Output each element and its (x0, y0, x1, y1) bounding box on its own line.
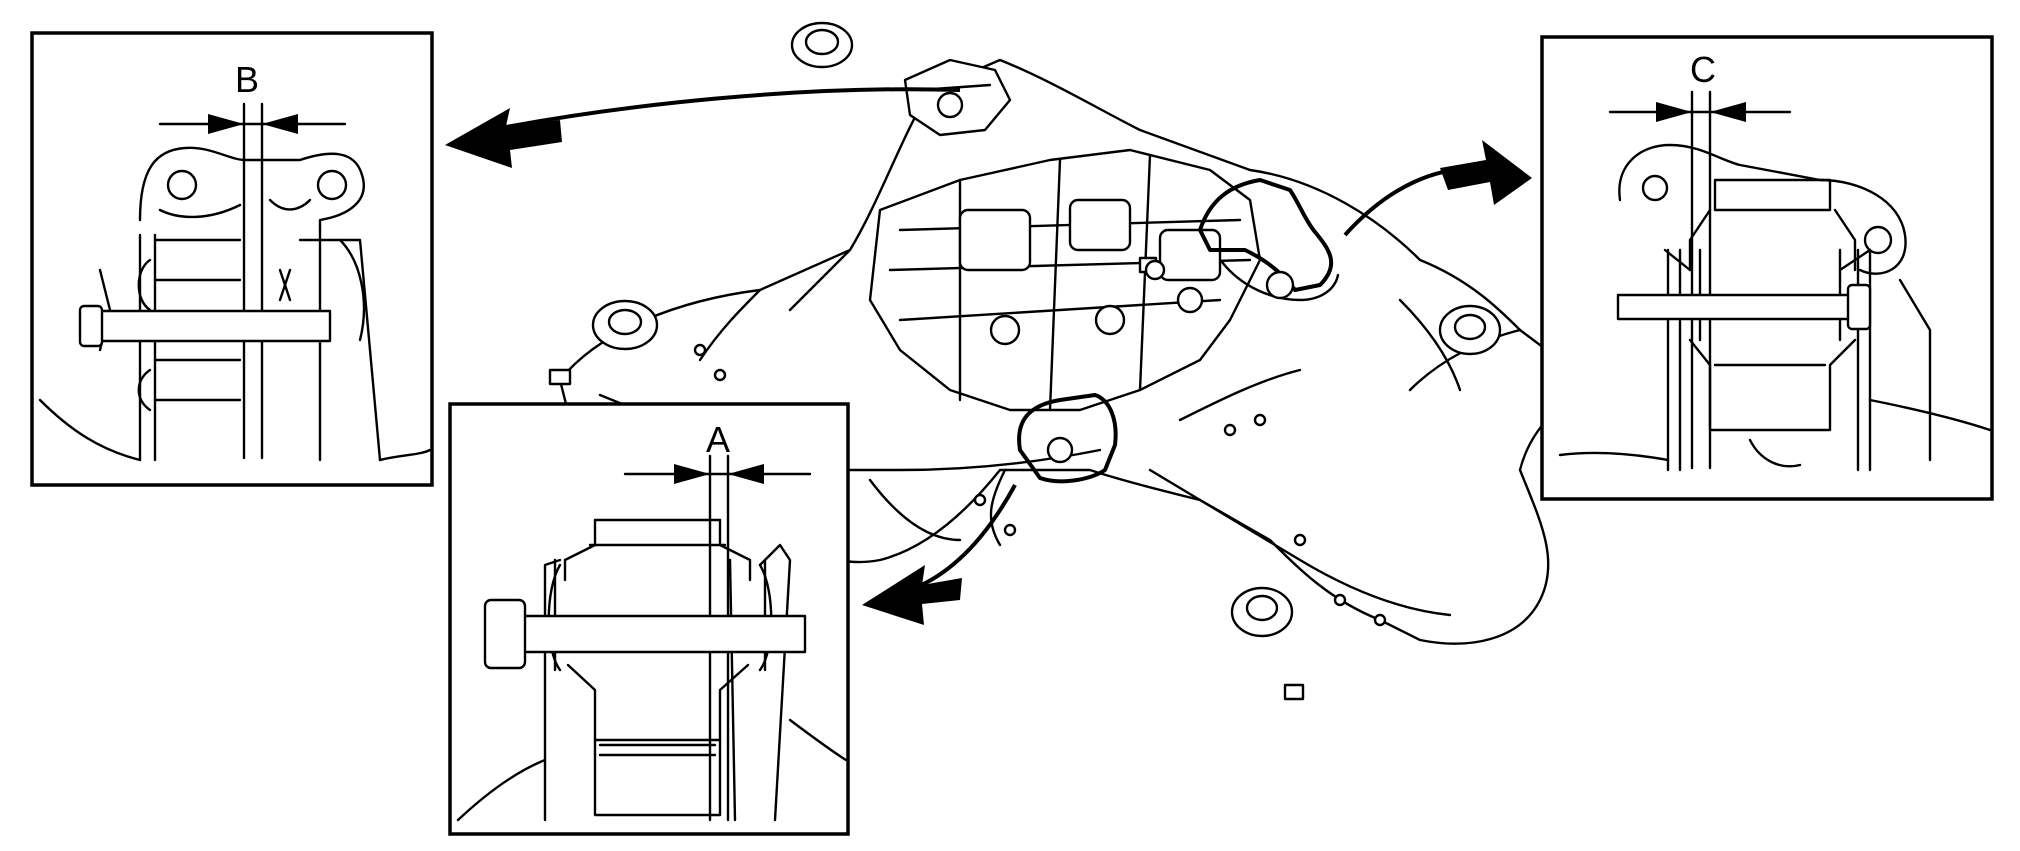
bushing-top-left (790, 21, 854, 69)
callout-arrow-c (1343, 140, 1532, 237)
inset-c: C (1540, 35, 1994, 501)
callout-arrow-b (445, 87, 961, 168)
mount-bracket-a (1017, 393, 1118, 484)
inset-b-label: B (235, 59, 259, 100)
inset-a: A (448, 402, 850, 836)
mount-bracket-c (1198, 178, 1334, 292)
bushing-left (591, 299, 659, 351)
inset-b: B (30, 31, 434, 487)
inset-a-label: A (706, 419, 730, 460)
suspension-member-assembly (548, 21, 1763, 701)
inset-c-label: C (1690, 49, 1716, 90)
bushing-right (1438, 304, 1502, 356)
bushing-bottom (1230, 586, 1294, 638)
callout-arrow-a (862, 484, 1017, 625)
